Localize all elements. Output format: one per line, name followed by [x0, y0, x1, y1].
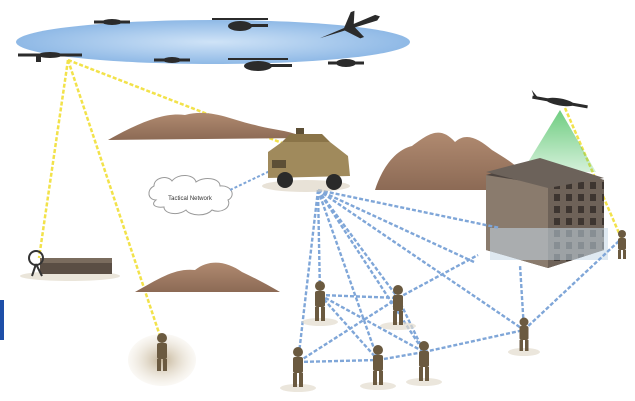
edge-marker — [0, 300, 4, 340]
mesh-link — [397, 253, 479, 300]
helicopter-icon — [228, 58, 292, 71]
soldier-icon — [360, 345, 396, 390]
mesh-link — [423, 328, 525, 354]
mesh-link — [297, 296, 399, 364]
soldier-icon — [508, 317, 540, 356]
uav-icon — [328, 59, 364, 67]
cloud-link — [229, 169, 273, 191]
air-link — [66, 59, 164, 343]
mountain — [135, 262, 280, 292]
tactical-network-label: Tactical Network — [168, 196, 213, 202]
uav-icon — [94, 19, 130, 25]
mesh-link — [319, 293, 399, 300]
vehicle-icon — [262, 128, 350, 192]
soldier-icon — [280, 347, 316, 392]
ground-shadow — [128, 334, 196, 386]
air-links — [37, 58, 624, 343]
mesh-link — [316, 189, 380, 361]
squad — [280, 230, 626, 392]
mesh-link — [297, 358, 379, 364]
mesh-link — [296, 189, 320, 363]
soldier-icon — [380, 285, 416, 330]
mesh-link — [319, 293, 425, 354]
soldier-icon — [618, 230, 626, 259]
mesh-link — [316, 189, 322, 296]
mesh-link — [317, 188, 501, 230]
tactical-network-cloud: Tactical Network — [148, 175, 233, 216]
mesh-link — [317, 188, 475, 264]
soldier-icon — [406, 341, 442, 386]
mesh-link — [317, 189, 399, 299]
air-link — [37, 59, 70, 259]
ground-station-icon — [20, 250, 120, 281]
uav-right-icon — [531, 89, 588, 109]
mesh-link — [523, 239, 621, 331]
soldier-icon — [157, 333, 167, 371]
mesh-link — [377, 350, 425, 362]
sensor-beam — [522, 110, 596, 172]
uav-icon — [18, 52, 82, 62]
mesh-link — [518, 264, 526, 331]
soldier-icon — [302, 281, 338, 326]
mesh-link — [317, 189, 525, 331]
mesh-link — [316, 189, 426, 353]
mesh-link — [319, 294, 379, 361]
uav-icon — [154, 57, 190, 63]
mountain — [375, 132, 522, 190]
helicopter-icon — [212, 18, 268, 31]
building-icon — [486, 158, 608, 268]
air-link — [67, 58, 296, 150]
mountain — [108, 112, 305, 140]
airspace-ellipse — [16, 20, 410, 64]
jet-icon — [319, 10, 380, 39]
aircraft-group — [18, 10, 380, 71]
